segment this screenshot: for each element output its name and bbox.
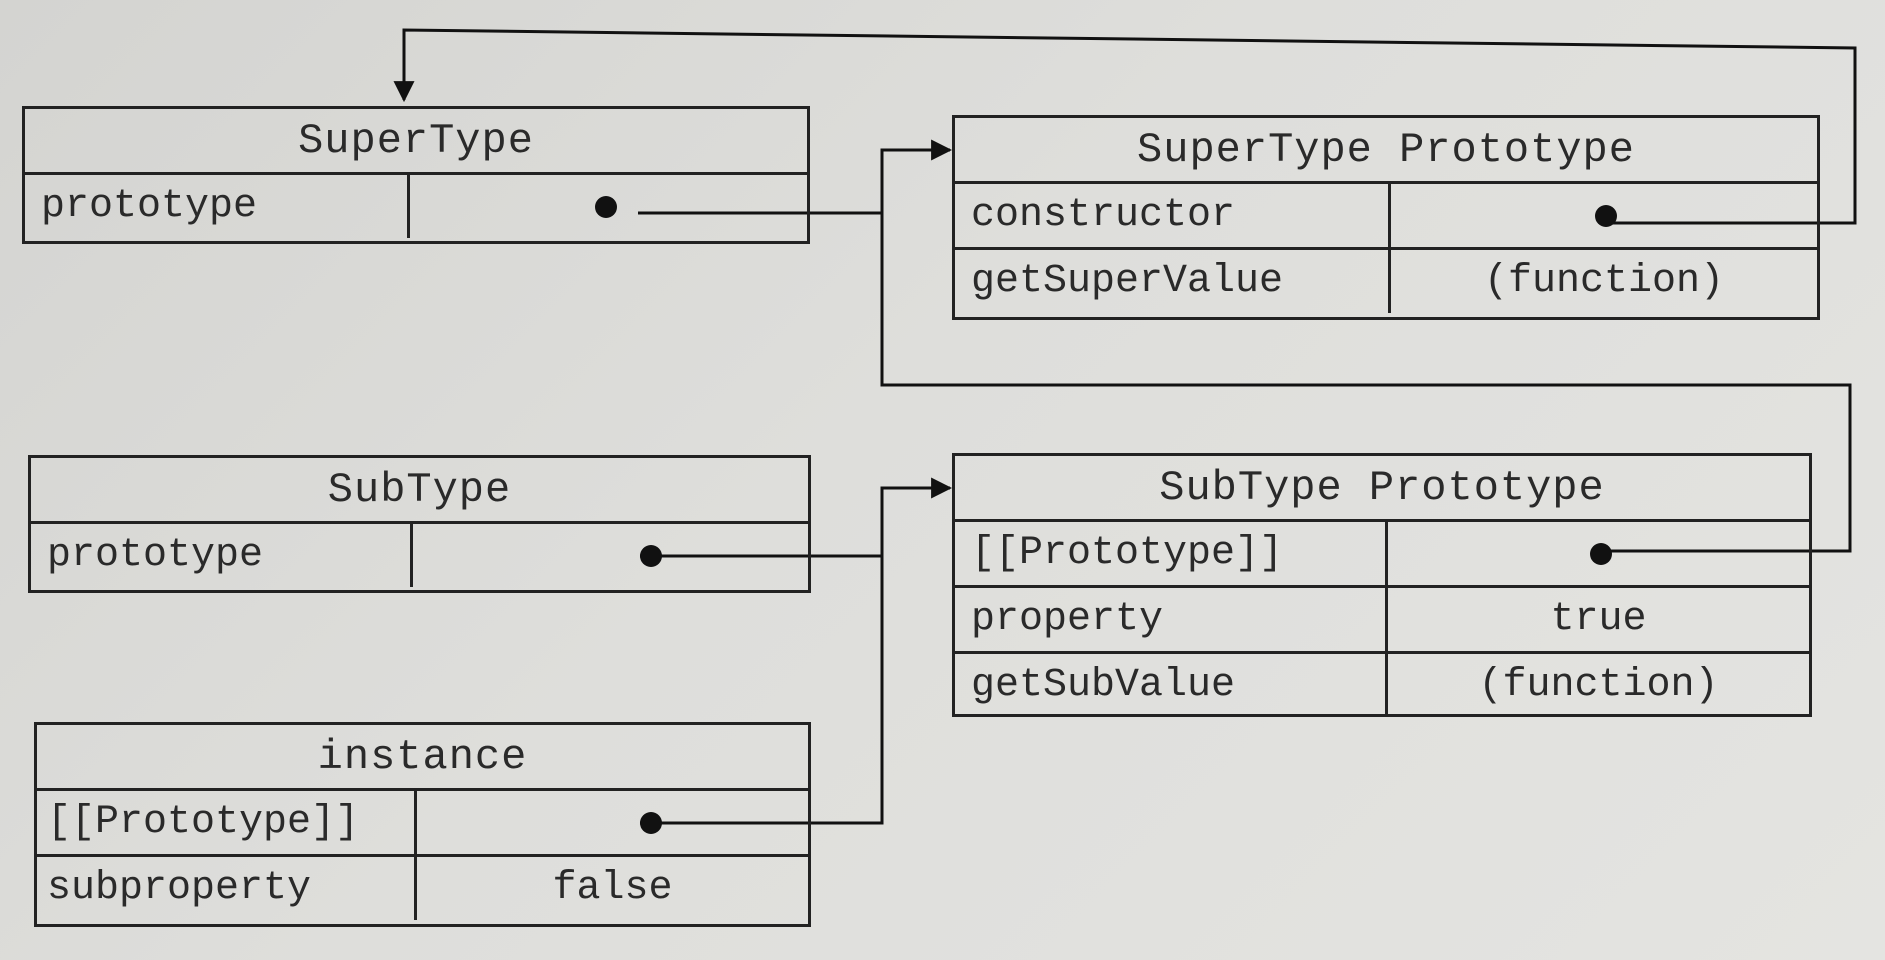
table-title: instance [37,725,808,791]
pointer-dot-icon [595,195,617,218]
table-supertype-prototype: SuperType Prototype constructor getSuper… [952,115,1820,320]
table-row: prototype [31,524,808,587]
row-key: [[Prototype]] [37,791,417,854]
table-row: property true [955,588,1809,654]
arrow-constructor-to-supertype [393,28,1857,225]
row-value [1391,184,1817,247]
table-subtype-prototype: SubType Prototype [[Prototype]] property… [952,453,1812,717]
row-key: prototype [31,524,413,587]
row-value [410,175,807,238]
arrow-instance-prototype [640,488,884,825]
table-supertype: SuperType prototype [22,106,810,244]
row-key: [[Prototype]] [955,522,1388,585]
table-title: SubType Prototype [955,456,1809,522]
table-row: constructor [955,184,1817,250]
table-row: [[Prototype]] [955,522,1809,588]
row-key: getSubValue [955,654,1388,717]
table-row: [[Prototype]] [37,791,808,857]
table-row: prototype [25,175,807,238]
table-row: getSuperValue (function) [955,250,1817,313]
row-key: property [955,588,1388,651]
pointer-dot-icon [640,811,662,834]
row-value: true [1550,597,1647,642]
table-title: SuperType Prototype [955,118,1817,184]
row-value: false [552,866,673,911]
table-row: subproperty false [37,857,808,920]
pointer-dot-icon [1590,542,1612,565]
pointer-dot-icon [640,544,662,567]
table-row: getSubValue (function) [955,654,1809,717]
arrow-subtype-proto-to-supertype-proto [880,150,1852,553]
row-value [413,524,808,587]
row-value [417,791,808,854]
table-subtype: SubType prototype [28,455,811,593]
table-instance: instance [[Prototype]] subproperty false [34,722,811,927]
pointer-dot-icon [1595,204,1617,227]
row-value [1388,522,1809,585]
row-key: getSuperValue [955,250,1391,313]
row-key: prototype [25,175,410,238]
row-key: constructor [955,184,1391,247]
table-title: SubType [31,458,808,524]
row-key: subproperty [37,857,417,920]
table-title: SuperType [25,109,807,175]
row-value: (function) [1483,259,1725,304]
row-value: (function) [1478,663,1719,708]
